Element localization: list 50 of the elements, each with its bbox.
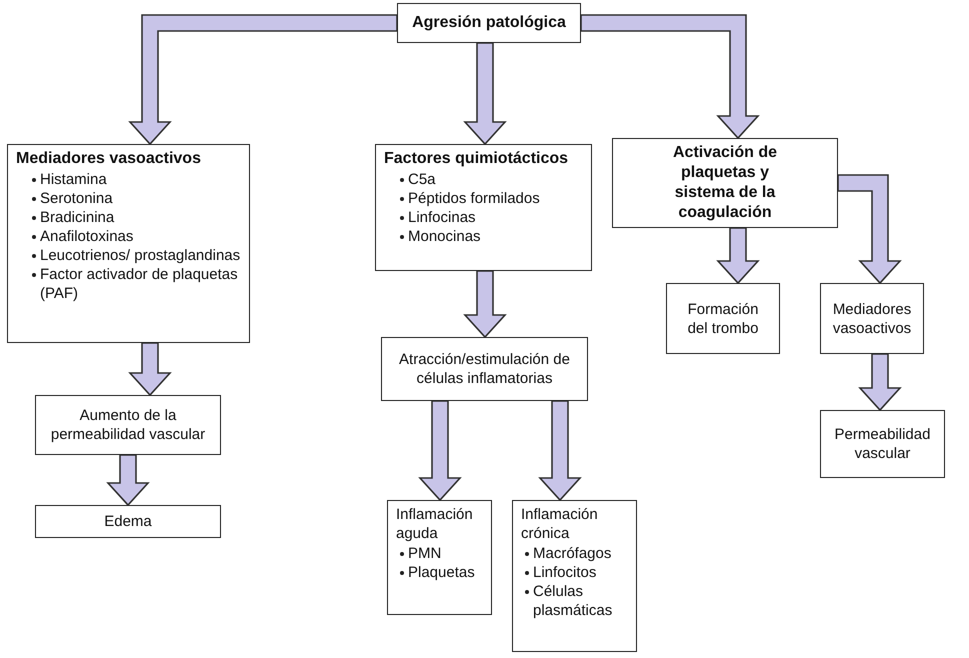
list-item: Macrófagos [533, 544, 612, 563]
node-label: Activación de plaquetas y sistema de la coagulación [672, 143, 778, 223]
list-item: Péptidos formilados [408, 189, 540, 208]
block-arrow [716, 227, 760, 284]
process-box [387, 500, 492, 615]
list-item: Histamina [40, 170, 107, 189]
block-arrow [418, 400, 462, 502]
block-arrow [580, 14, 760, 140]
node-heading: Factores quimiotácticos [384, 149, 568, 169]
block-arrow [837, 174, 902, 284]
node-label: Formación del trombo [686, 300, 760, 338]
block-arrow [538, 400, 582, 502]
list-item: Linfocinas [408, 208, 476, 227]
process-box [375, 144, 592, 271]
node-heading: Inflamación crónica [521, 505, 599, 543]
list-item: Plaquetas [408, 563, 475, 582]
list-item: Bradicinina [40, 208, 114, 227]
list-item: Factor activador de plaquetas (PAF) [40, 265, 239, 303]
process-box [820, 283, 924, 354]
process-box [612, 138, 838, 228]
node-heading: Inflamación aguda [396, 505, 474, 543]
node-label: Mediadores vasoactivos [832, 300, 912, 338]
list-item: Leucotrienos/ prostaglandinas [40, 246, 240, 265]
list-item: Monocinas [408, 227, 481, 246]
list-item: Linfocitos [533, 563, 596, 582]
list-item: Células plasmáticas [533, 582, 614, 620]
process-box [397, 3, 581, 43]
process-box [512, 500, 637, 652]
list-item: Anafilotoxinas [40, 227, 134, 246]
block-arrow [128, 342, 172, 396]
node-label: Permeabilidad vascular [834, 425, 932, 463]
process-box [35, 395, 221, 455]
block-arrow [858, 353, 902, 412]
process-box [7, 144, 250, 343]
process-box [666, 283, 780, 354]
process-box [35, 505, 221, 538]
node-label: Edema [104, 512, 152, 531]
block-arrow [128, 14, 398, 146]
block-arrow [106, 454, 150, 506]
list-item: C5a [408, 170, 436, 189]
process-box [381, 337, 588, 401]
node-label: Agresión patológica [412, 13, 566, 33]
node-heading: Mediadores vasoactivos [16, 149, 201, 169]
process-box [820, 410, 945, 478]
block-arrow [463, 42, 507, 146]
block-arrow [463, 270, 507, 338]
list-item: PMN [408, 544, 442, 563]
node-label: Aumento de la permeabilidad vascular [50, 406, 206, 444]
node-label: Atracción/estimulación de células inflamatorias [398, 350, 571, 388]
list-item: Serotonina [40, 189, 113, 208]
